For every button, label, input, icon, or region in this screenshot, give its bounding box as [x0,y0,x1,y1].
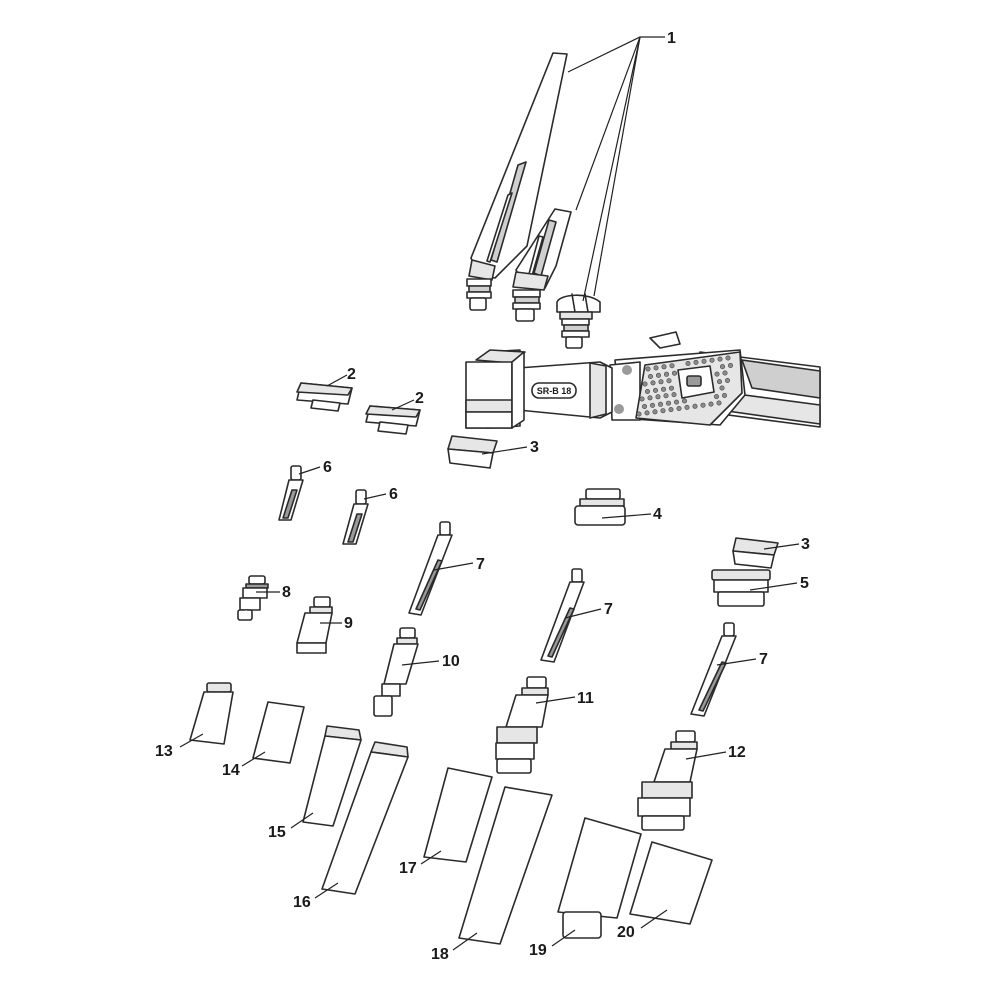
torch-body [465,331,821,429]
insulator-rear [732,537,779,569]
gas-lens-body-11 [495,676,549,774]
callout-1: 1 [667,30,676,47]
callout-9: 9 [344,615,353,632]
callout-6b: 6 [389,486,398,503]
gas-lens-body-12 [637,730,698,831]
callout-7c: 7 [759,651,768,668]
callout-16: 16 [293,894,311,911]
callout-19: 19 [529,942,547,959]
collet-body-medium [296,596,333,654]
callout-20: 20 [617,924,635,941]
callout-12: 12 [728,744,746,761]
collet-long-1 [408,521,453,616]
callout-5: 5 [800,575,809,592]
callout-6a: 6 [323,459,332,476]
nozzle-19 [557,817,642,939]
nozzle-20 [629,841,713,925]
callout-8: 8 [282,584,291,601]
nozzle-14 [252,701,305,764]
collet-body-long [373,627,419,717]
gasket-right [365,405,421,435]
callout-10: 10 [442,653,460,670]
collet-body-small [237,575,269,621]
leader-lines [179,36,800,951]
callout-2a: 2 [347,366,356,383]
nozzle-16 [321,741,409,895]
callout-3a: 3 [530,439,539,456]
callout-17: 17 [399,860,417,877]
collet-short-1 [278,465,304,521]
callout-13: 13 [155,743,173,760]
nozzle-18 [458,786,553,945]
callout-labels: 1 2 2 3 3 4 5 6 6 7 7 7 8 9 10 11 12 13 … [155,30,810,963]
collet-long-3 [690,622,737,717]
nozzle-17 [423,767,493,863]
callout-7a: 7 [476,556,485,573]
collet-long-2 [540,568,585,663]
insulator-front [447,435,498,469]
gasket-left [296,382,353,412]
callout-11: 11 [577,690,594,707]
callout-7b: 7 [604,601,613,618]
nozzle-15 [302,725,362,827]
gas-lens [574,488,626,526]
back-cap-medium [512,208,572,322]
nozzle-13 [189,682,234,745]
collet-short-2 [342,489,369,545]
callout-14: 14 [222,762,240,779]
torch-model-badge: SR-B 18 [537,386,572,396]
grip-texture [636,355,733,417]
callout-4: 4 [653,506,662,523]
callout-3b: 3 [801,536,810,553]
large-gas-lens [711,569,771,607]
back-cap-short [556,293,601,349]
callout-2b: 2 [415,390,424,407]
back-cap-long [466,52,568,311]
callout-18: 18 [431,946,449,963]
callout-15: 15 [268,824,286,841]
